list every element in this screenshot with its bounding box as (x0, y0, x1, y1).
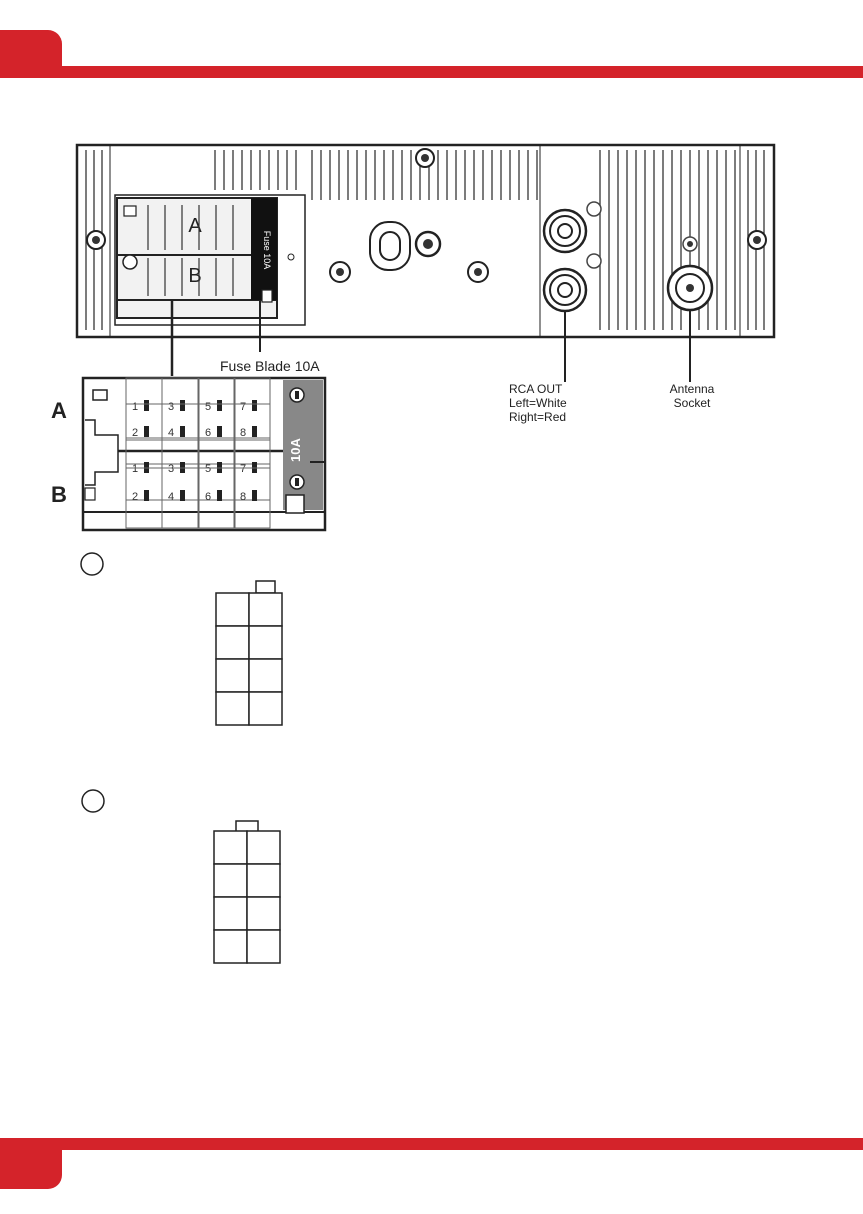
block-a-label: A (188, 215, 202, 237)
screw-icon (748, 231, 766, 249)
pin-number: 5 (205, 401, 211, 413)
fuse-slot-icon (290, 475, 304, 489)
screw-icon (683, 237, 697, 251)
pin-contact (180, 426, 185, 437)
pin-contact (217, 400, 222, 411)
pin-number: 1 (132, 401, 138, 413)
connector-b-cell (214, 930, 247, 963)
pin-number: 8 (240, 491, 246, 503)
pin-number: 6 (205, 427, 211, 439)
connector-b-cell (214, 897, 247, 930)
rca-left-jack (544, 210, 586, 252)
pin-number: 4 (168, 427, 174, 439)
pin-number: 5 (205, 463, 211, 475)
connector-a-cell (249, 593, 282, 626)
pin-number: 3 (168, 463, 174, 475)
fuse-slot-icon (290, 388, 304, 402)
connector-a-cell (216, 593, 249, 626)
pin-number: 7 (240, 463, 246, 475)
connector-a-cell (249, 692, 282, 725)
antenna-label-line1: Antenna (670, 382, 715, 396)
screw-icon (587, 254, 601, 268)
pin-number: 7 (240, 401, 246, 413)
screw-icon (587, 202, 601, 216)
pin-contact (180, 400, 185, 411)
rear-panel: Fuse 10A A B (77, 145, 774, 337)
connector-b-grid (214, 821, 280, 963)
enlarged-connector: 10A 1 3 5 7 2 4 6 8 1 3 5 7 2 4 6 8 (83, 378, 326, 530)
rca-label-line3: Right=Red (509, 410, 566, 424)
fuse-label: Fuse Blade 10A (220, 358, 320, 374)
pin-contact (144, 490, 149, 501)
connector-a-cell (216, 692, 249, 725)
rca-right-jack (544, 269, 586, 311)
connector-a-cell (216, 626, 249, 659)
rca-label-line1: RCA OUT (509, 382, 563, 396)
screw-icon (87, 231, 105, 249)
connector-b-cell (247, 897, 280, 930)
pin-number: 3 (168, 401, 174, 413)
screw-icon (468, 262, 488, 282)
pin-contact (252, 400, 257, 411)
pin-contact (252, 490, 257, 501)
pin-contact (144, 400, 149, 411)
pin-contact (144, 426, 149, 437)
connector-a-latch (256, 581, 275, 593)
screw-icon (330, 262, 350, 282)
fuse-10a-label: 10A (288, 437, 303, 461)
panel-connector-block: Fuse 10A A B (115, 195, 305, 325)
connector-b-cell (247, 930, 280, 963)
connector-b-marker (82, 790, 104, 812)
pin-number: 6 (205, 491, 211, 503)
connector-a-cell (249, 659, 282, 692)
pin-contact (252, 426, 257, 437)
block-b-label: B (188, 265, 201, 287)
connector-a-cell (216, 659, 249, 692)
rca-label-line2: Left=White (509, 396, 567, 410)
pin-number: 8 (240, 427, 246, 439)
pin-contact (180, 490, 185, 501)
antenna-label-line2: Socket (674, 396, 711, 410)
connector-b-cell (247, 831, 280, 864)
pin-number: 1 (132, 463, 138, 475)
connector-a-grid (216, 581, 282, 725)
connector-a-label: A (51, 398, 67, 423)
connector-a-cell (249, 626, 282, 659)
pin-contact (217, 490, 222, 501)
pin-number: 4 (168, 491, 174, 503)
connector-a-marker (81, 553, 103, 575)
connector-b-cell (247, 864, 280, 897)
antenna-socket (668, 266, 712, 310)
screw-icon (416, 149, 434, 167)
pin-number: 2 (132, 427, 138, 439)
connector-b-cell (214, 864, 247, 897)
connector-b-cell (214, 831, 247, 864)
fuse-vertical-label: Fuse 10A (262, 231, 272, 270)
pin-number: 2 (132, 491, 138, 503)
pin-contact (217, 426, 222, 437)
connector-b-label: B (51, 482, 67, 507)
